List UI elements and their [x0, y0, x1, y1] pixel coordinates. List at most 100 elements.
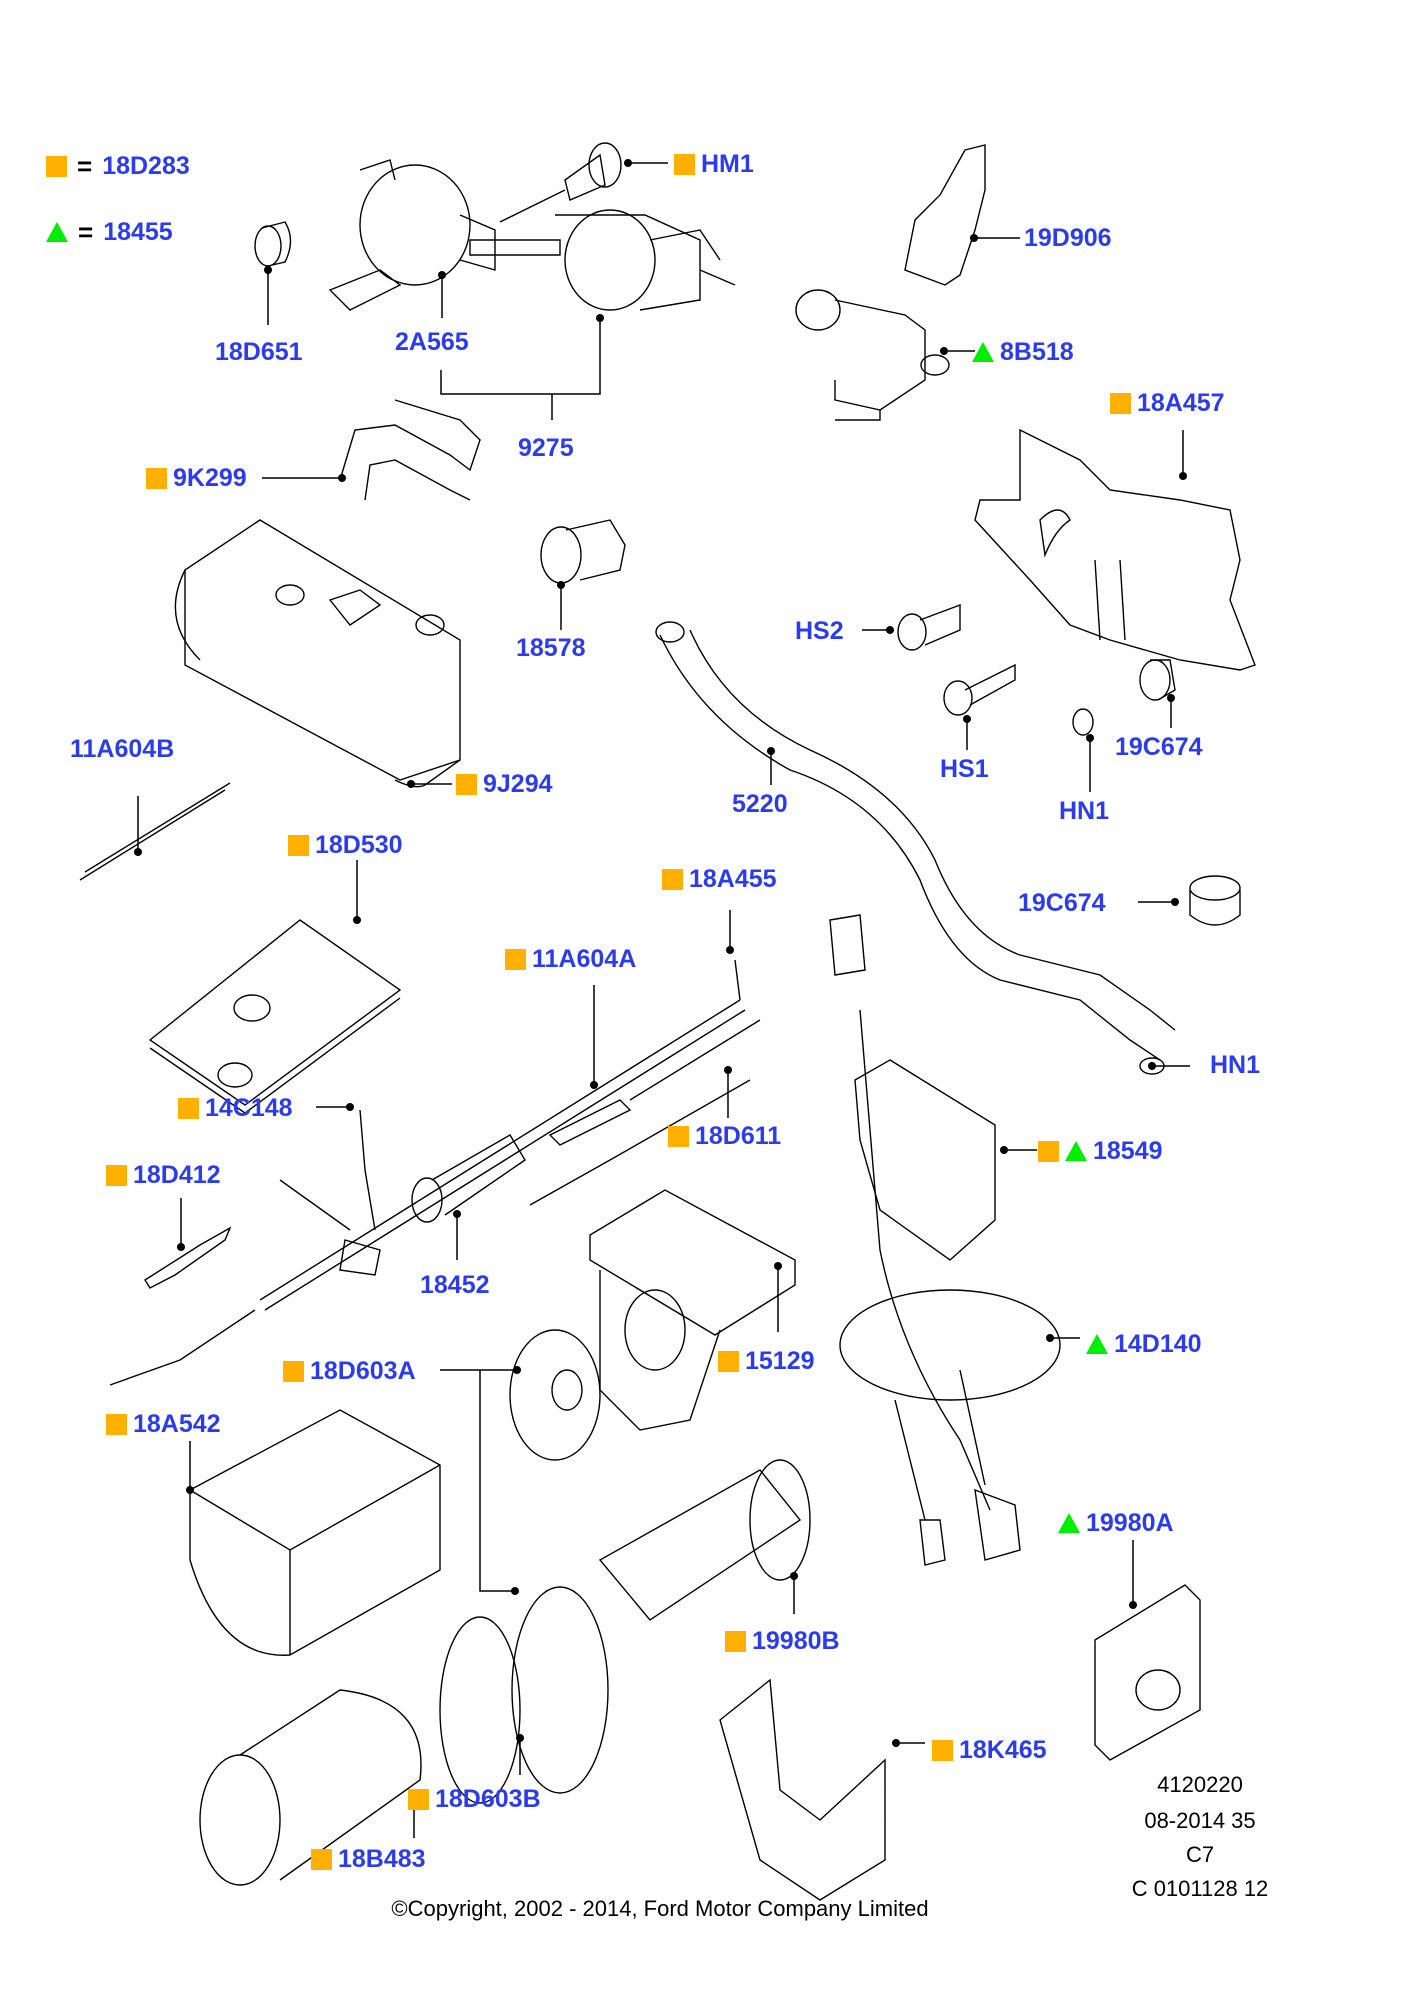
callout-18a457[interactable]: 18A457 — [1110, 389, 1225, 417]
callout-18578[interactable]: 18578 — [516, 634, 586, 662]
callout-18d412[interactable]: 18D412 — [106, 1161, 221, 1189]
part-number: 18A457 — [1137, 389, 1225, 417]
copyright: ©Copyright, 2002 - 2014, Ford Motor Comp… — [391, 1896, 929, 1921]
callout-14c148[interactable]: 14C148 — [178, 1094, 293, 1122]
callout-hs1[interactable]: HS1 — [940, 755, 989, 783]
callout-18k465[interactable]: 18K465 — [932, 1736, 1047, 1764]
orange-square-icon — [283, 1360, 304, 1382]
part-number: 18D530 — [315, 831, 403, 859]
part-18d603a — [509, 1329, 601, 1461]
callout-18d603b[interactable]: 18D603B — [408, 1785, 541, 1813]
callout-hs2[interactable]: HS2 — [795, 617, 844, 645]
callout-hm1[interactable]: HM1 — [674, 150, 754, 178]
callout-19c674-upper[interactable]: 19C674 — [1115, 733, 1203, 761]
part-number: 9275 — [518, 434, 574, 462]
callout-11a604a[interactable]: 11A604A — [505, 945, 636, 973]
orange-square-icon — [146, 467, 167, 489]
callout-9k299[interactable]: 9K299 — [146, 464, 247, 492]
green-triangle-icon — [1086, 1334, 1108, 1354]
callout-18d611[interactable]: 18D611 — [668, 1122, 781, 1150]
orange-square-icon — [456, 773, 477, 795]
callout-11a604b[interactable]: 11A604B — [70, 735, 174, 763]
callout-18d651[interactable]: 18D651 — [215, 338, 303, 366]
part-11a604a — [548, 1019, 761, 1146]
callout-18549[interactable]: 18549 — [1038, 1137, 1163, 1165]
callout-18b483[interactable]: 18B483 — [311, 1845, 426, 1873]
callout-19980b[interactable]: 19980B — [725, 1627, 840, 1655]
part-19980a — [1094, 1584, 1201, 1761]
callout-hn1-lower[interactable]: HN1 — [1210, 1051, 1260, 1079]
orange-square-icon — [288, 834, 309, 856]
callout-hn1-upper[interactable]: HN1 — [1059, 797, 1109, 825]
part-18k465 — [719, 1678, 886, 1901]
callout-18a542[interactable]: 18A542 — [106, 1410, 221, 1438]
part-number: 11A604A — [532, 945, 637, 973]
part-number: 19C674 — [1115, 733, 1203, 761]
callout-9j294[interactable]: 9J294 — [456, 770, 553, 798]
callout-8b518[interactable]: 8B518 — [972, 338, 1074, 366]
part-number: 18B483 — [338, 1845, 426, 1873]
part-hs2 — [897, 603, 961, 651]
part-number: 2A565 — [395, 328, 469, 356]
part-11a604b — [79, 782, 231, 881]
part-number: 18A455 — [689, 865, 777, 893]
orange-square-icon — [311, 1848, 332, 1870]
orange-square-icon — [725, 1630, 746, 1652]
callout-2a565[interactable]: 2A565 — [395, 328, 469, 356]
part-number: 5220 — [732, 790, 788, 818]
callout-18d603a[interactable]: 18D603A — [283, 1357, 416, 1385]
legend-part-number[interactable]: 18455 — [103, 218, 173, 246]
part-number: HM1 — [701, 150, 754, 178]
part-hs1 — [943, 663, 1016, 716]
reference-line-1: 4120220 — [1157, 1772, 1243, 1797]
part-number: 19C674 — [1018, 889, 1106, 917]
part-8b518 — [795, 289, 950, 421]
callout-18a455[interactable]: 18A455 — [662, 865, 777, 893]
callout-19d906[interactable]: 19D906 — [1024, 224, 1112, 252]
part-hn1-top — [1072, 708, 1094, 736]
part-18b483 — [199, 1689, 422, 1886]
reference-line-4: C 0101128 12 — [1131, 1876, 1269, 1901]
callout-14d140[interactable]: 14D140 — [1086, 1330, 1202, 1358]
part-number: 18D603B — [435, 1785, 541, 1813]
callout-9275[interactable]: 9275 — [518, 434, 574, 462]
callout-18452[interactable]: 18452 — [420, 1271, 490, 1299]
orange-square-icon — [1038, 1140, 1059, 1162]
callout-5220[interactable]: 5220 — [732, 790, 788, 818]
green-triangle-icon — [46, 222, 68, 242]
legend-part-number[interactable]: 18D283 — [102, 152, 190, 180]
part-19980b — [598, 1459, 811, 1621]
part-14c148 — [339, 1109, 381, 1276]
reference-line-3: C7 — [1185, 1842, 1215, 1867]
part-number: 14D140 — [1114, 1330, 1202, 1358]
part-19c674-top — [1139, 659, 1176, 701]
part-number: HS1 — [940, 755, 989, 783]
callout-19c674-lower[interactable]: 19C674 — [1018, 889, 1106, 917]
part-18a542 — [189, 1409, 441, 1656]
part-18a455 — [109, 914, 991, 1511]
part-19c674-lower — [1189, 875, 1241, 926]
part-number: 19980B — [752, 1627, 840, 1655]
callout-18d530[interactable]: 18D530 — [288, 831, 403, 859]
part-number: 18549 — [1093, 1137, 1163, 1165]
part-hm1 — [499, 142, 622, 223]
orange-square-icon — [662, 868, 683, 890]
orange-square-icon — [178, 1097, 199, 1119]
orange-square-icon — [674, 153, 695, 175]
part-19d906 — [904, 144, 986, 286]
callout-19980a[interactable]: 19980A — [1058, 1509, 1174, 1537]
orange-square-icon — [932, 1739, 953, 1761]
orange-square-icon — [718, 1350, 739, 1372]
part-14d140 — [839, 1289, 1061, 1566]
orange-square-icon — [46, 155, 67, 177]
part-number: 18D611 — [695, 1122, 782, 1150]
callout-15129[interactable]: 15129 — [718, 1347, 815, 1375]
part-number: 19980A — [1086, 1509, 1174, 1537]
part-18d412 — [144, 1226, 232, 1289]
part-15129 — [589, 1189, 796, 1431]
part-number: 11A604B — [70, 735, 175, 763]
legend-triangle: = 18455 — [46, 218, 173, 246]
part-18549 — [854, 1059, 996, 1261]
green-triangle-icon — [972, 342, 994, 362]
